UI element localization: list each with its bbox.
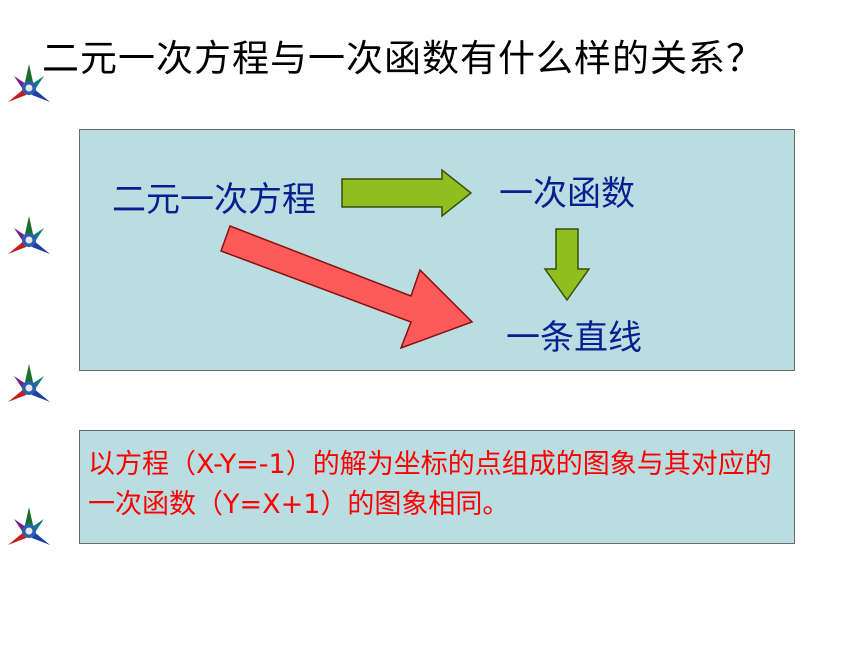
diagram-arrows [220, 168, 591, 350]
star-compass-icon [8, 216, 50, 254]
star-compass-icon [8, 64, 50, 102]
arrow-equation-to-function [341, 168, 473, 218]
conclusion-box: 以方程（X-Y=-1）的解为坐标的点组成的图象与其对应的一次函数（Y=X+1）的… [79, 430, 795, 544]
relationship-diagram: 二元一次方程 一次函数 一条直线 [79, 129, 795, 371]
slide-title: 二元一次方程与一次函数有什么样的关系？ [42, 37, 764, 80]
arrow-equation-to-line [220, 225, 474, 350]
arrow-function-to-line [543, 228, 591, 302]
star-compass-icon [8, 507, 50, 545]
node-linear-equation: 二元一次方程 [112, 180, 316, 220]
star-compass-icon [8, 364, 50, 402]
conclusion-text: 以方程（X-Y=-1）的解为坐标的点组成的图象与其对应的一次函数（Y=X+1）的… [88, 449, 772, 520]
node-straight-line: 一条直线 [506, 318, 642, 358]
node-linear-function: 一次函数 [499, 174, 635, 214]
